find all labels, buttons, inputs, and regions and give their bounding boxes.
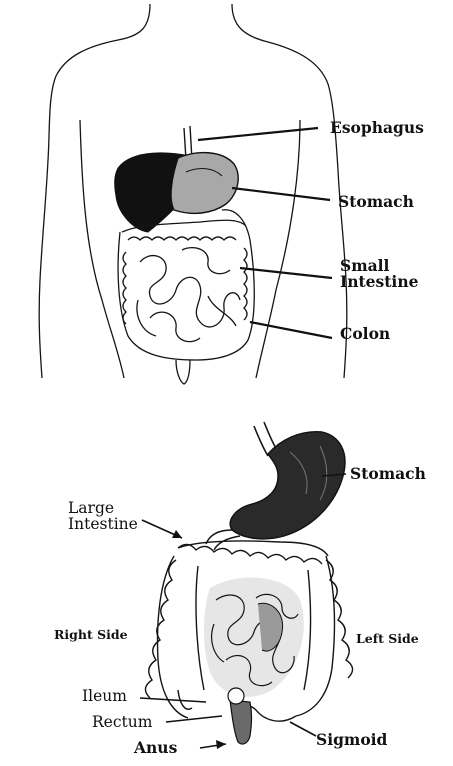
arrowhead-anus (216, 740, 226, 749)
label-esophagus: Esophagus (330, 120, 424, 136)
label-colon: Colon (340, 326, 390, 342)
bottom-small-intestine (204, 578, 304, 697)
leader-ileum (140, 698, 206, 702)
label-ileum: Ileum (82, 688, 127, 704)
leader-stomach (232, 188, 330, 200)
top-diagram (39, 4, 347, 384)
label-left-side: Left Side (356, 632, 419, 645)
leader-rectum (166, 716, 222, 722)
bottom-duodenum (206, 530, 240, 550)
leader-sigmoid (290, 722, 316, 736)
bottom-stomach (230, 432, 345, 539)
label-rectum: Rectum (92, 714, 152, 730)
label-sigmoid: Sigmoid (316, 732, 387, 748)
label-large-intestine: Large Intestine (68, 500, 138, 533)
top-stomach (171, 153, 238, 214)
label-anus: Anus (134, 740, 177, 756)
bottom-diagram (140, 422, 353, 749)
label-stomach-top: Stomach (338, 194, 414, 210)
label-right-side: Right Side (54, 628, 128, 641)
leader-colon (250, 322, 332, 338)
top-intestines (118, 210, 254, 384)
label-stomach-bottom: Stomach (350, 466, 426, 482)
label-small-intestine: Small Intestine (340, 258, 418, 291)
